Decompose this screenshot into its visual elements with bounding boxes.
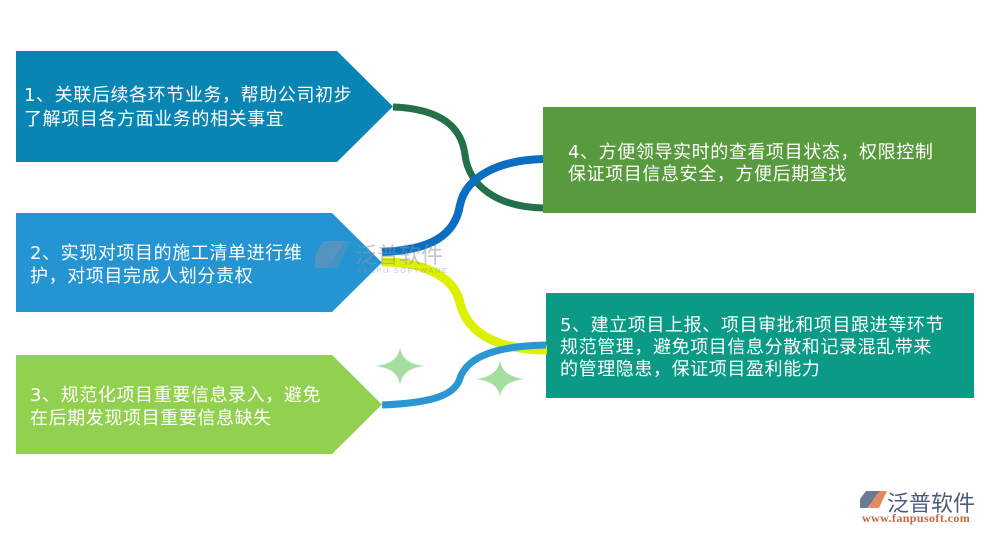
watermark-brand: 泛普软件 [355,244,444,269]
logo-url[interactable]: www.fanpusoft.com [862,511,971,525]
box-2-text: 2、实现对项目的施工清单进行维 护，对项目完成人划分责权 [30,213,330,312]
logo-brand: 泛普软件 [887,492,976,517]
box-5-text: 5、建立项目上报、项目审批和项目跟进等环节 规范管理，避免项目信息分散和记录混乱… [560,293,970,398]
connector-2-to-5 [381,257,548,355]
watermark-subtitle: FANPU SOFTWARE [357,266,449,275]
box-3-shape [16,355,382,454]
box-3-line-2: 在后期发现项目重要信息缺失 [30,408,272,429]
box-3-text: 3、规范化项目重要信息录入，避免 在后期发现项目重要信息缺失 [30,355,330,454]
box-1-text: 1、关联后续各环节业务，帮助公司初步 了解项目各方面业务的相关事宜 [24,51,354,162]
connector-2-to-4 [381,155,544,256]
box-2-shape [16,213,382,312]
box-3-line-1: 3、规范化项目重要信息录入，避免 [30,385,322,406]
box-1-line-2: 了解项目各方面业务的相关事宜 [24,109,285,130]
box-4-shape [543,107,976,213]
box-5-line-3: 的管理隐患，保证项目盈利能力 [560,359,821,380]
box-4-text: 4、方便领导实时的查看项目状态，权限控制 保证项目信息安全，方便后期查找 [568,107,968,213]
box-5-line-2: 规范管理，避免项目信息分散和记录混乱带来 [560,337,932,358]
box-1-line-1: 1、关联后续各环节业务，帮助公司初步 [24,85,353,106]
sparkle-star-icon [475,360,525,397]
box-5-shape [546,293,974,398]
fanpu-logo-icon [860,491,887,508]
sparkle-star-icon [375,347,425,385]
connector-1-to-4 [392,103,544,212]
box-2-line-1: 2、实现对项目的施工清单进行维 [30,243,303,264]
connector-3-to-5 [381,341,547,409]
box-1-shape [16,51,393,162]
box-2-line-2: 护，对项目完成人划分责权 [30,266,254,287]
box-4-line-2: 保证项目信息安全，方便后期查找 [568,164,847,185]
box-4-line-1: 4、方便领导实时的查看项目状态，权限控制 [568,142,934,163]
box-5-line-1: 5、建立项目上报、项目审批和项目跟进等环节 [560,315,945,336]
